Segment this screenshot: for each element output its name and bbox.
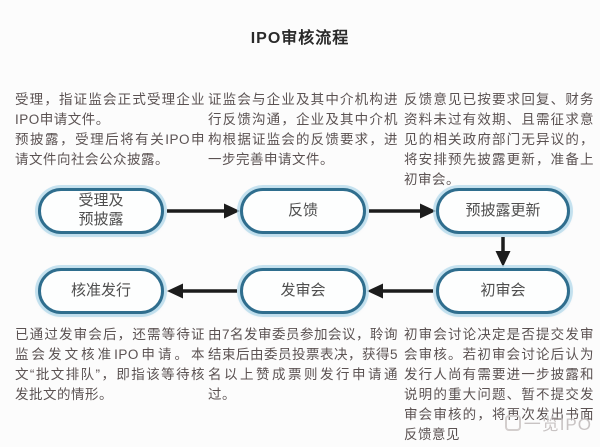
watermark-text: 一览IPO bbox=[523, 415, 592, 434]
node-label: 发审会 bbox=[280, 281, 326, 299]
arrow-firstreview-to-issuance bbox=[367, 283, 433, 299]
note-approve-issue: 已通过发审会后，还需等待证监会发文核准IPO申请。本文“批文排队”，即指该等待核… bbox=[15, 327, 205, 402]
arrow-update-to-firstreview bbox=[495, 237, 511, 267]
note-predisclose-update: 反馈意见已按要求回复、财务资料未过有效期、且需征求意见的相关政府部门无异议的，将… bbox=[404, 92, 594, 187]
arrow-feedback-to-update bbox=[369, 203, 436, 219]
flow-node-issuance-review: 发审会 bbox=[240, 268, 366, 314]
node-label: 预披露更新 bbox=[465, 201, 541, 219]
page-title: IPO审核流程 bbox=[250, 30, 350, 47]
arrow-accept-to-feedback bbox=[167, 203, 240, 219]
note-issuance-review: 由7名发审委员参加会议，聆询结束后由委员投票表决，获得5名以上赞成票则发行申请通… bbox=[208, 327, 399, 402]
flow-node-approve-issue: 核准发行 bbox=[38, 268, 164, 314]
watermark: 一览IPO bbox=[504, 410, 592, 435]
note-first-review: 初审会讨论决定是否提交发审会审核。若初审会讨论后认为发行人尚有需要进一步披露和说… bbox=[404, 327, 594, 442]
yilan-ipo-logo-icon bbox=[504, 414, 521, 431]
arrow-issuance-to-approve bbox=[167, 283, 237, 299]
flow-node-predisclose-update: 预披露更新 bbox=[436, 188, 570, 234]
node-label: 初审会 bbox=[480, 281, 526, 299]
note-feedback: 证监会与企业及其中介机构进行反馈沟通，企业及其中介机构根据证监会的反馈要求，进一… bbox=[208, 92, 398, 167]
node-label: 受理及 预披露 bbox=[78, 192, 124, 228]
node-label: 核准发行 bbox=[70, 281, 131, 299]
flow-node-accept-predisclose: 受理及 预披露 bbox=[38, 188, 164, 234]
flow-node-first-review: 初审会 bbox=[436, 268, 570, 314]
node-label: 反馈 bbox=[287, 201, 318, 219]
flow-node-feedback: 反馈 bbox=[240, 188, 366, 234]
note-accept-predisclose: 受理，指证监会正式受理企业IPO申请文件。 预披露，受理后将有关IPO申请文件向… bbox=[15, 92, 205, 167]
